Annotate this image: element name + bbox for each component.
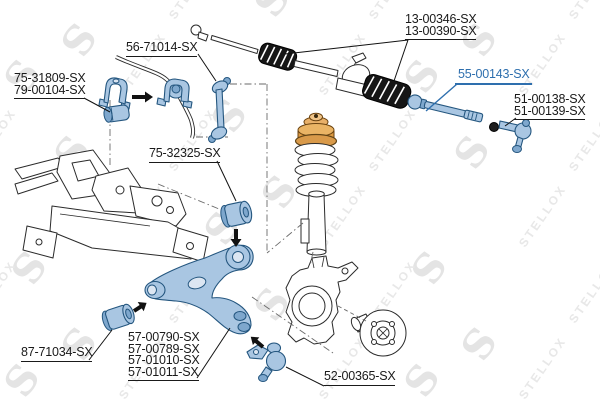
watermark-logo: S [445, 127, 500, 178]
watermark-logo: S [245, 0, 300, 26]
watermark-logo: S [395, 355, 450, 400]
sway-bar-mounted-bushing [156, 78, 193, 109]
subframe-bushing-part [220, 200, 253, 228]
label-stab-bushing-kit: 75-31809-SX 79-00104-SX [14, 71, 86, 99]
watermark-text: STELLOX [0, 0, 19, 22]
watermark-text: STELLOX [0, 106, 19, 174]
watermark-text: STELLOX [566, 0, 600, 22]
part-number: 56-71014-SX [126, 40, 198, 54]
watermark-text: STELLOX [566, 258, 600, 326]
rack-boot-left [258, 42, 298, 71]
rack-boot-right [362, 74, 412, 109]
outer-tie-rod-end-part [498, 119, 532, 153]
watermark-text: STELLOX [316, 334, 369, 400]
part-number: 57-01011-SX [128, 364, 199, 379]
part-number: 13-00346-SX [405, 12, 477, 26]
label-inner-tie-rod-highlighted[interactable]: 55-00143-SX [455, 67, 533, 85]
watermark-logo: S [200, 394, 255, 400]
sway-bar-bushing-part [103, 104, 130, 123]
part-number: 13-00390-SX [405, 23, 477, 38]
part-number: 87-71034-SX [21, 345, 93, 359]
watermark-logo: S [0, 355, 50, 400]
ball-joint-part [246, 342, 287, 382]
coil-spring [294, 143, 339, 197]
stabilizer-link-part [208, 77, 231, 143]
steering-knuckle-art [285, 255, 359, 345]
wheel-hub-art [350, 309, 407, 357]
label-outer-tie-rod: 51-00138-SX 51-00139-SX [514, 92, 586, 120]
part-number: 52-00365-SX [324, 369, 396, 383]
watermark-text: STELLOX [516, 334, 569, 400]
strut-top-mount [294, 112, 338, 149]
sway-bar-bracket-part [98, 77, 131, 110]
part-number: 51-00138-SX [514, 92, 586, 106]
label-stab-link: 56-71014-SX [126, 40, 198, 57]
part-number: 79-00104-SX [14, 82, 86, 97]
watermark-text: STELLOX [516, 182, 569, 250]
part-number: 75-32325-SX [149, 146, 221, 160]
control-arm-part [144, 244, 254, 335]
part-number: 75-31809-SX [14, 71, 86, 85]
strut-assembly-art [294, 112, 339, 256]
part-number: 51-00139-SX [514, 103, 586, 118]
arm-front-bushing-part [101, 303, 135, 331]
leader-lines [83, 39, 517, 387]
watermark-logo: S [50, 14, 105, 65]
label-rack-boots: 13-00346-SX 13-00390-SX [405, 12, 477, 40]
label-ball-joint: 52-00365-SX [324, 369, 396, 386]
part-number: 57-00789-SX [128, 341, 200, 356]
label-control-arm: 57-00790-SX 57-00789-SX 57-01010-SX 57-0… [128, 330, 200, 381]
placement-arrows [132, 91, 265, 349]
watermark-text: STELLOX [0, 258, 19, 326]
watermark-text: STELLOX [366, 106, 419, 174]
part-number: 57-00790-SX [128, 330, 200, 344]
watermark-text: STELLOX [166, 0, 219, 22]
construction-lines [109, 83, 367, 354]
label-arm-front-bushing: 87-71034-SX [21, 345, 93, 362]
steering-rack-art [190, 24, 412, 109]
inner-tie-rod-part [407, 94, 484, 123]
watermark-logo: S [450, 318, 505, 369]
subframe-art [14, 149, 209, 263]
part-number: 55-00143-SX [458, 67, 530, 81]
strut-body [300, 190, 327, 256]
part-number: 57-01010-SX [128, 353, 200, 367]
lock-nut-part [489, 122, 499, 132]
watermark-text: STELLOX [516, 30, 569, 98]
label-subframe-bushing: 75-32325-SX [149, 146, 221, 163]
